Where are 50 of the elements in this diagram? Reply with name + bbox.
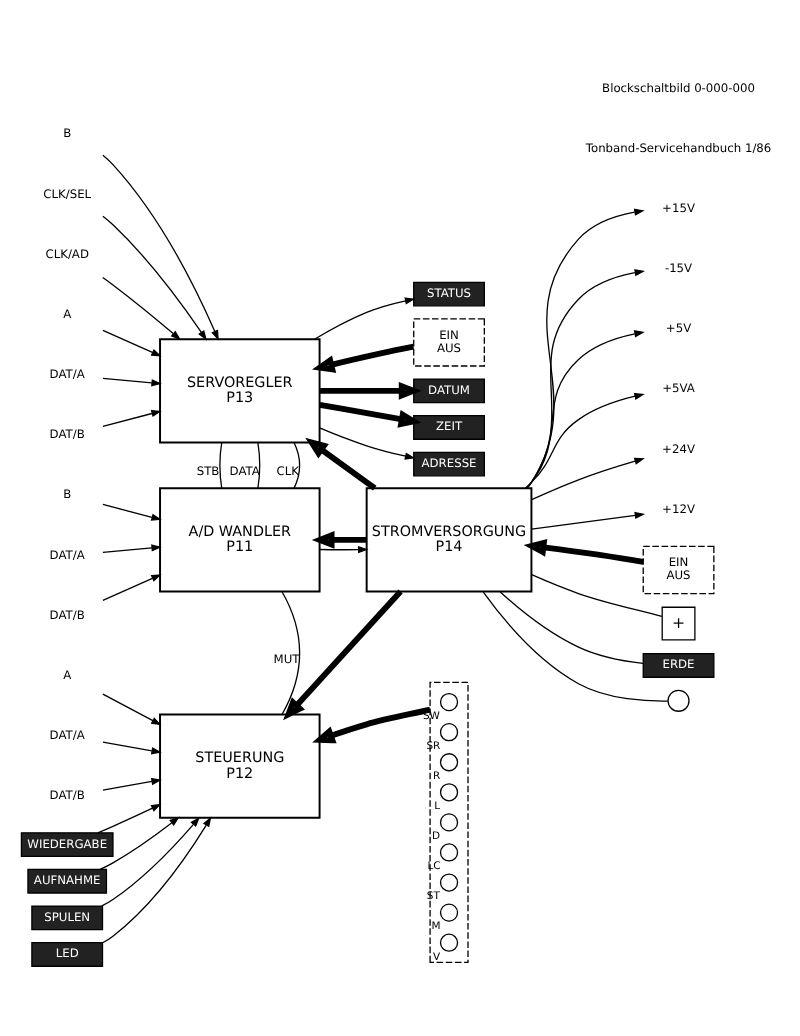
arrow	[102, 573, 162, 601]
arrow	[526, 207, 645, 488]
connector	[293, 440, 301, 488]
node-circle	[439, 691, 459, 711]
arrow	[102, 275, 182, 340]
arrow	[102, 776, 162, 790]
node-circle	[439, 722, 459, 741]
arrow	[102, 409, 162, 426]
connector	[482, 589, 669, 701]
node-circle	[439, 872, 459, 891]
node-circle	[439, 812, 459, 831]
arrow	[312, 705, 431, 743]
arrow	[102, 692, 162, 725]
arrow	[102, 543, 162, 553]
node-circle	[439, 842, 459, 861]
arrow	[318, 426, 416, 459]
arrow	[102, 376, 162, 386]
arrow	[102, 153, 219, 340]
arrow	[101, 815, 200, 906]
arrow	[530, 456, 645, 500]
arrow	[102, 328, 162, 356]
arrow	[283, 588, 403, 720]
connector	[499, 590, 644, 664]
node-circle	[667, 688, 690, 711]
node-circle	[439, 752, 459, 771]
connector	[219, 440, 223, 488]
node-circle	[439, 902, 459, 921]
arrow	[526, 268, 646, 488]
arrow	[102, 214, 207, 340]
arrow	[523, 537, 644, 564]
arrow	[312, 342, 415, 372]
connector	[281, 590, 301, 715]
arrow	[311, 529, 367, 548]
arrow	[314, 296, 416, 339]
arrow	[319, 400, 422, 427]
node-circle	[439, 782, 459, 801]
connector	[531, 573, 663, 617]
arrow	[97, 802, 162, 833]
arrow	[102, 740, 162, 754]
arrow	[319, 545, 369, 553]
arrow	[99, 815, 180, 870]
arrow	[101, 815, 212, 943]
connector	[257, 440, 261, 488]
arrow	[530, 510, 646, 529]
arrow	[102, 502, 162, 520]
arrow	[305, 436, 377, 490]
arrow	[319, 380, 422, 399]
node-circle	[439, 932, 459, 951]
arrow	[524, 391, 645, 488]
arrow	[526, 329, 645, 488]
